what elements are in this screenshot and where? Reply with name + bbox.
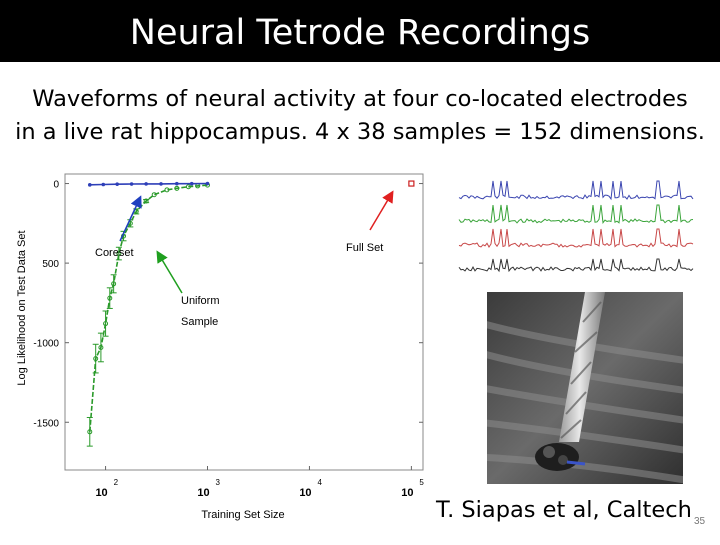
subtitle-line-1: Waveforms of neural activity at four co-… <box>32 86 688 112</box>
chart-svg: 0 500 -1000 -1500 10 2 10 3 10 4 10 5 Coreset Unifo… <box>16 173 424 521</box>
y-tick-label: 0 <box>53 180 59 191</box>
arrow-coreset <box>119 195 142 242</box>
chart-series <box>86 180 415 447</box>
x-tick-label: 10 <box>401 487 413 499</box>
waveform-trace <box>458 204 694 224</box>
uniform-point <box>174 185 180 191</box>
annotation-full-set: Full Set <box>346 242 383 254</box>
annotation-coreset: Coreset <box>95 247 134 259</box>
uniform-point <box>93 356 99 362</box>
y-tick-label: -1000 <box>33 339 59 350</box>
coreset-point <box>205 181 210 186</box>
coreset-point <box>159 182 163 186</box>
chart-ticks: 0 500 -1000 -1500 10 2 10 3 10 4 10 5 <box>33 180 424 499</box>
x-tick-exponent: 4 <box>317 478 322 487</box>
waveform-trace <box>458 180 694 201</box>
coreset-point <box>129 182 134 186</box>
uniform-point <box>116 251 122 257</box>
annotation-sample: Sample <box>181 316 218 328</box>
x-tick-label: 10 <box>197 487 209 499</box>
slide-title: Neural Tetrode Recordings <box>129 13 591 53</box>
plot-frame <box>64 173 424 471</box>
coreset-point <box>87 183 92 187</box>
y-axis-label: Log Likelihood on Test Data Set <box>16 230 28 385</box>
uniform-point <box>185 184 191 190</box>
coreset-point <box>189 181 194 186</box>
x-tick-exponent: 2 <box>114 478 119 487</box>
arrow-uniform <box>156 250 183 294</box>
chart-axes <box>64 173 424 471</box>
subtitle-line-2: in a live rat hippocampus. 4 x 38 sample… <box>15 119 705 145</box>
credit-text: T. Siapas et al, Caltech <box>436 497 692 523</box>
uniform-point <box>143 198 149 204</box>
y-tick-label: -1500 <box>33 418 59 429</box>
x-tick-exponent: 5 <box>419 478 424 487</box>
uniform-point <box>107 295 113 301</box>
x-tick-exponent: 3 <box>216 478 221 487</box>
full-set-point <box>408 180 415 187</box>
uniform-point <box>151 192 157 198</box>
series-coreset-line <box>89 182 208 186</box>
uniform-point <box>164 187 170 193</box>
coreset-point <box>101 182 106 187</box>
coreset-point <box>115 182 119 186</box>
coreset-point <box>144 182 148 186</box>
x-tick-label: 10 <box>95 487 107 499</box>
uniform-point <box>98 344 104 350</box>
chart-annotations: Coreset Uniform Sample Full Set <box>95 190 394 328</box>
title-bar <box>0 0 720 62</box>
uniform-point <box>87 429 93 435</box>
slide-number: 35 <box>694 516 706 527</box>
x-tick-label: 10 <box>299 487 311 499</box>
tetrode-waveform-traces <box>453 163 703 283</box>
y-tick-label: 500 <box>42 259 59 270</box>
uniform-point <box>103 321 109 327</box>
coreset-point <box>175 181 179 186</box>
uniform-point <box>111 281 117 287</box>
waveform-trace <box>458 258 694 273</box>
annotation-uniform: Uniform <box>181 295 220 307</box>
tetrode-electrode-micrograph <box>476 292 698 486</box>
waveform-trace <box>458 228 694 248</box>
likelihood-chart: 0 500 -1000 -1500 10 2 10 3 10 4 10 5 Coreset Unifo… <box>0 168 440 540</box>
arrow-full-set <box>369 190 394 231</box>
x-axis-label: Training Set Size <box>201 509 284 521</box>
